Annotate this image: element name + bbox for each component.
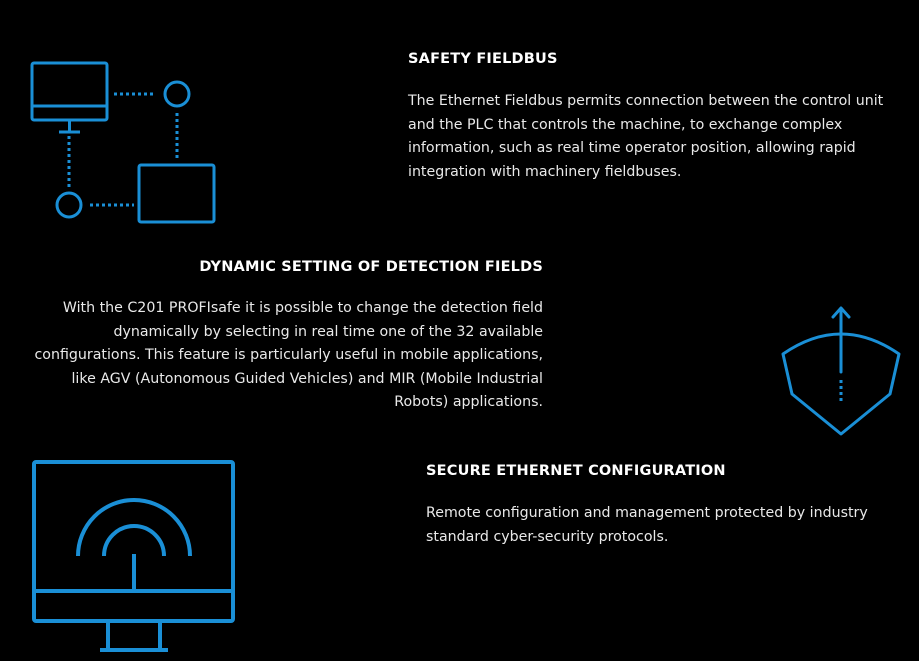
safety-fieldbus-section: SAFETY FIELDBUS The Ethernet Fieldbus pe… [408,50,908,184]
network-diagram-icon [30,61,216,224]
section-body: The Ethernet Fieldbus permits connection… [408,93,884,180]
detection-field-icon [781,306,901,436]
section-body: With the C201 PROFIsafe it is possible t… [34,300,543,410]
section-title: SECURE ETHERNET CONFIGURATION [426,463,726,479]
monitor-signal-icon [32,460,235,652]
section-title: DYNAMIC SETTING OF DETECTION FIELDS [199,259,543,275]
secure-ethernet-section: SECURE ETHERNET CONFIGURATION Remote con… [426,462,906,549]
dynamic-detection-section: DYNAMIC SETTING OF DETECTION FIELDS With… [16,258,543,415]
section-body: Remote configuration and management prot… [426,505,868,545]
section-title: SAFETY FIELDBUS [408,51,558,67]
